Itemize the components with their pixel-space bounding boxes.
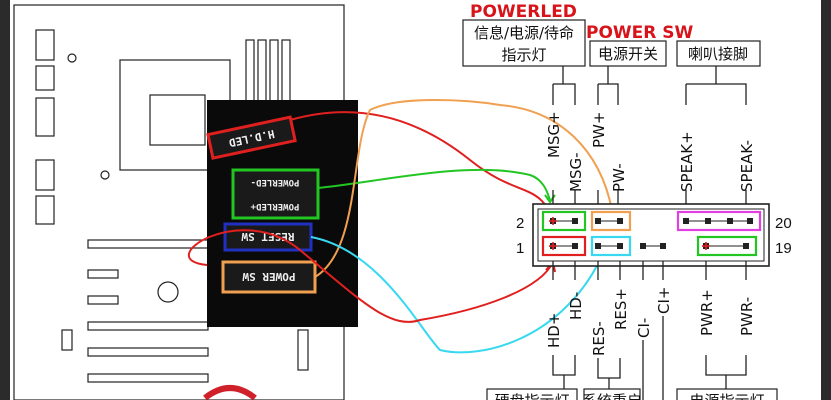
reset-box-label: 系统重启 — [582, 392, 642, 400]
battery — [157, 281, 179, 303]
pin-label-pw-plus: PW+ — [590, 112, 608, 148]
status-led-label-line1: 信息/电源/待命 — [474, 24, 574, 42]
pin — [617, 218, 623, 224]
mounting-hole — [67, 53, 77, 63]
pin — [747, 218, 753, 224]
pin — [595, 218, 601, 224]
io-port — [35, 29, 55, 61]
expansion-slot — [87, 373, 209, 383]
pin-label-hd-plus: HD+ — [545, 313, 563, 348]
left-dark-border — [0, 0, 10, 400]
power-sw-title: POWER SW — [586, 23, 694, 43]
connector — [297, 329, 309, 371]
expansion-slot — [87, 269, 119, 279]
pin-label-ci-minus: CI- — [635, 318, 653, 338]
io-port — [35, 97, 55, 137]
power-led-minus-label: POWERLED- — [251, 177, 300, 187]
pin-label-msg-minus: MSG- — [567, 153, 585, 193]
speak-bracket — [685, 83, 747, 105]
pin-label-res-plus: RES+ — [612, 288, 630, 330]
reset-sw-connector-label: RESET SW — [241, 230, 294, 243]
io-port — [35, 65, 55, 91]
red-cable — [203, 385, 257, 400]
orange-wire-power-sw — [314, 99, 613, 278]
hdd-led-connector-frame — [206, 115, 297, 160]
speak-pin-pair — [676, 210, 762, 232]
pin — [595, 243, 601, 249]
hd-pin-pair — [541, 235, 587, 257]
cpu-socket — [149, 94, 206, 146]
bottom-bracket-lines — [552, 261, 747, 400]
reset-box — [583, 388, 641, 400]
powerled-title: POWERLED — [470, 2, 577, 22]
expansion-slot — [87, 347, 209, 357]
mounting-hole — [100, 170, 110, 180]
pin-label-speak-minus: SPEAK- — [738, 140, 756, 192]
pin — [640, 243, 646, 249]
row-number-20: 20 — [775, 215, 792, 232]
power-led-plus-label: POWERLED+ — [250, 201, 299, 211]
res-pin-pair — [590, 235, 632, 257]
pw-pin-pair — [590, 210, 632, 232]
pin-label-ci-plus: CI+ — [655, 287, 673, 314]
pin — [617, 243, 623, 249]
pin-label-speak-plus: SPEAK+ — [678, 131, 696, 192]
row-number-1: 1 — [516, 240, 524, 257]
pin — [743, 243, 749, 249]
pin-label-msg-plus: MSG+ — [545, 111, 563, 158]
power-switch-label: 电源开关 — [598, 45, 658, 63]
power-led-connector-frame — [231, 168, 320, 220]
pin — [705, 218, 711, 224]
positive-markers — [549, 217, 710, 250]
speaker-box — [676, 40, 761, 67]
speaker-label: 喇叭接脚 — [688, 45, 748, 63]
red-wire-hdd-led — [289, 111, 556, 226]
cyan-wire-reset — [310, 236, 601, 354]
connector — [61, 329, 73, 351]
power-led-box — [676, 388, 778, 400]
pin-label-pwr-minus: PWR- — [738, 297, 756, 336]
hd-bracket — [552, 355, 576, 376]
io-port — [35, 159, 55, 191]
front-panel-header — [532, 203, 770, 267]
pin — [727, 218, 733, 224]
io-port — [35, 195, 55, 225]
row-number-19: 19 — [775, 240, 792, 257]
power-sw-connector-frame — [221, 260, 317, 294]
pin — [660, 243, 666, 249]
pin — [683, 218, 689, 224]
pw-bracket — [597, 83, 619, 105]
status-led-label-line2: 指示灯 — [501, 46, 546, 64]
msg-pin-pair — [541, 210, 587, 232]
hdd-led-box — [486, 388, 578, 400]
pin — [572, 243, 578, 249]
power-sw-connector-label: POWER SW — [242, 270, 295, 283]
hdd-led-box-label: 硬盘指示灯 — [494, 392, 569, 400]
msg-bracket — [552, 83, 576, 105]
pin-label-res-minus: RES- — [590, 321, 608, 356]
status-led-box — [462, 19, 586, 67]
hdd-led-connector: H.D.LED — [206, 115, 297, 160]
row-number-2: 2 — [516, 215, 524, 232]
power-led-box-label: 电源指示灯 — [689, 392, 764, 400]
power-switch-box — [589, 40, 667, 67]
pwr-bracket — [705, 355, 747, 376]
front-panel-header-inner — [537, 208, 765, 262]
pin — [572, 218, 578, 224]
pwr-pin-pair — [696, 235, 758, 257]
res-bracket — [597, 358, 621, 379]
red-wire-hdd-return — [188, 229, 554, 323]
pin-label-pw-minus: PW- — [610, 163, 628, 192]
expansion-slot — [87, 295, 119, 305]
pin-label-pwr-plus: PWR+ — [698, 289, 716, 336]
expansion-slot — [87, 321, 209, 331]
expansion-slot — [87, 239, 209, 249]
green-wire-power-led — [317, 168, 551, 201]
right-dark-border — [821, 0, 831, 400]
pin-label-hd-minus: HD- — [567, 292, 585, 320]
